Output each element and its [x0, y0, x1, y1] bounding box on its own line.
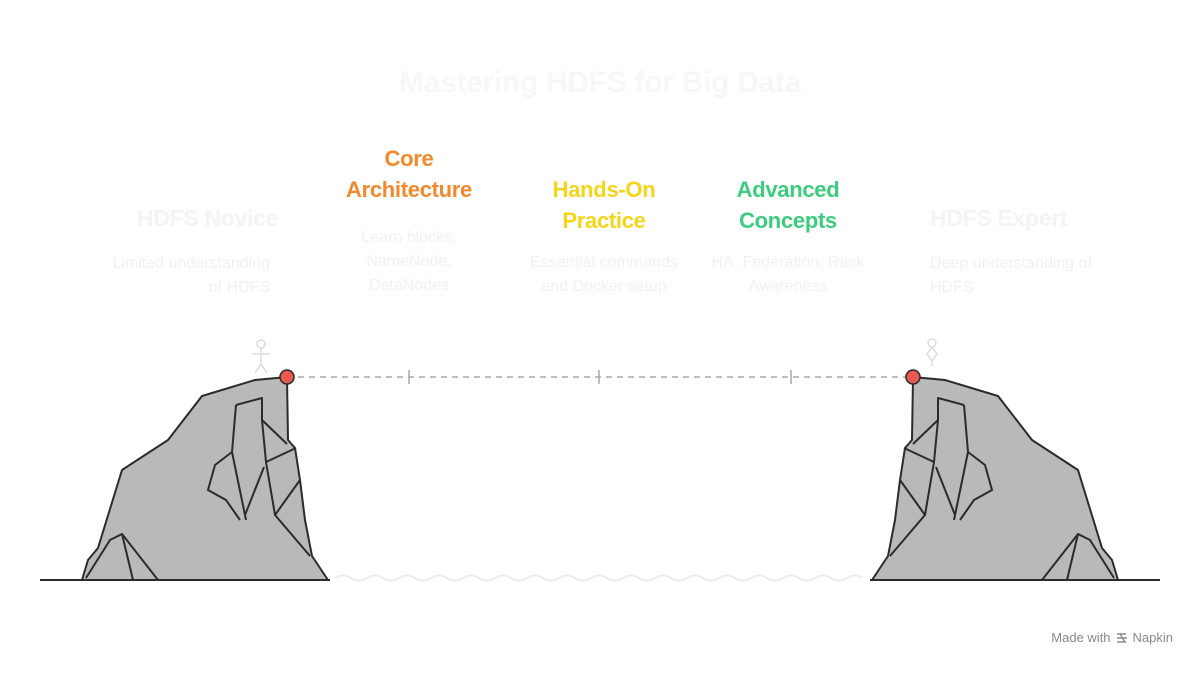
- step-heading-line: Advanced: [736, 177, 840, 202]
- footer-attribution: Made with Napkin: [1051, 630, 1173, 645]
- diagram-title: Mastering HDFS for Big Data: [399, 66, 801, 99]
- start-node: [279, 369, 295, 385]
- end-node: [905, 369, 921, 385]
- step-description-line: DataNodes: [368, 277, 450, 294]
- step-core-architecture-heading: Core Architecture: [309, 143, 509, 205]
- person-icon: [252, 339, 270, 374]
- step-description-line: Essential commands: [530, 254, 678, 271]
- step-heading-line: Practice: [562, 208, 646, 233]
- step-description-line: Learn blocks,: [361, 229, 457, 246]
- start-description: Limited understanding of HDFS: [70, 252, 270, 300]
- end-description-line: HDFS: [930, 279, 974, 296]
- step-heading-line: Concepts: [739, 208, 837, 233]
- step-heading-line: Architecture: [346, 177, 472, 202]
- step-hands-on-practice-heading: Hands-On Practice: [504, 174, 704, 236]
- step-core-architecture-description: Learn blocks, NameNode, DataNodes: [309, 226, 509, 298]
- start-description-line: Limited understanding: [112, 255, 270, 272]
- step-description-line: NameNode,: [366, 253, 452, 270]
- step-heading-line: Core: [384, 146, 434, 171]
- start-heading: HDFS Novice: [137, 205, 279, 231]
- step-description-line: HA, Federation, Rack: [711, 254, 865, 271]
- trophy-icon: [926, 338, 938, 366]
- brand-name: Napkin: [1132, 630, 1173, 645]
- napkin-logo-icon: [1116, 632, 1127, 643]
- step-heading-line: Hands-On: [552, 177, 656, 202]
- water-waves: [334, 574, 864, 582]
- end-description: Deep understanding of HDFS: [930, 252, 1130, 300]
- step-advanced-concepts-heading: Advanced Concepts: [688, 174, 888, 236]
- step-description-line: and Docker setup: [541, 278, 667, 295]
- made-with-text: Made with: [1051, 630, 1111, 645]
- step-advanced-concepts-description: HA, Federation, Rack Awareness: [688, 251, 888, 299]
- end-description-line: Deep understanding of: [930, 255, 1092, 272]
- step-description-line: Awareness: [748, 278, 828, 295]
- left-cliff: [81, 376, 329, 581]
- right-cliff: [871, 376, 1119, 581]
- start-description-line: of HDFS: [208, 279, 270, 296]
- end-heading: HDFS Expert: [930, 205, 1068, 231]
- step-hands-on-practice-description: Essential commands and Docker setup: [504, 251, 704, 299]
